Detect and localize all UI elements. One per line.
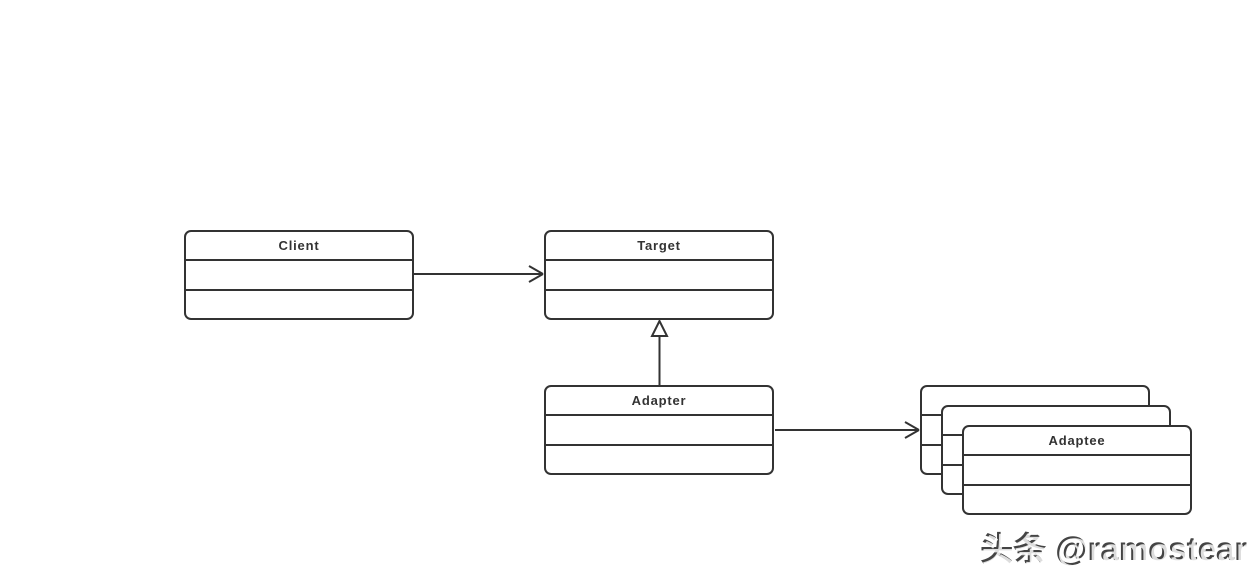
association-arrow-client-target <box>414 265 544 283</box>
adapter-methods-compartment <box>546 443 772 473</box>
adapter-attributes-compartment <box>546 414 772 443</box>
class-box-client: Client <box>184 230 414 320</box>
watermark-text: 头条 @ramostear <box>980 530 1247 567</box>
class-name-adapter: Adapter <box>631 393 687 409</box>
client-attributes-compartment <box>186 259 412 288</box>
class-box-target: Target <box>544 230 774 320</box>
target-methods-compartment <box>546 288 772 318</box>
adaptee-methods-compartment <box>964 483 1190 513</box>
class-box-adaptee: Adaptee <box>962 425 1192 515</box>
target-attributes-compartment <box>546 259 772 288</box>
class-name-target: Target <box>637 238 681 254</box>
generalization-arrow-adapter-target <box>650 318 669 385</box>
class-box-adapter: Adapter <box>544 385 774 475</box>
association-arrow-adapter-adaptee <box>775 421 920 439</box>
class-name-client: Client <box>278 238 320 254</box>
class-name-adaptee: Adaptee <box>1048 433 1106 449</box>
adaptee-attributes-compartment <box>964 454 1190 483</box>
client-methods-compartment <box>186 288 412 318</box>
